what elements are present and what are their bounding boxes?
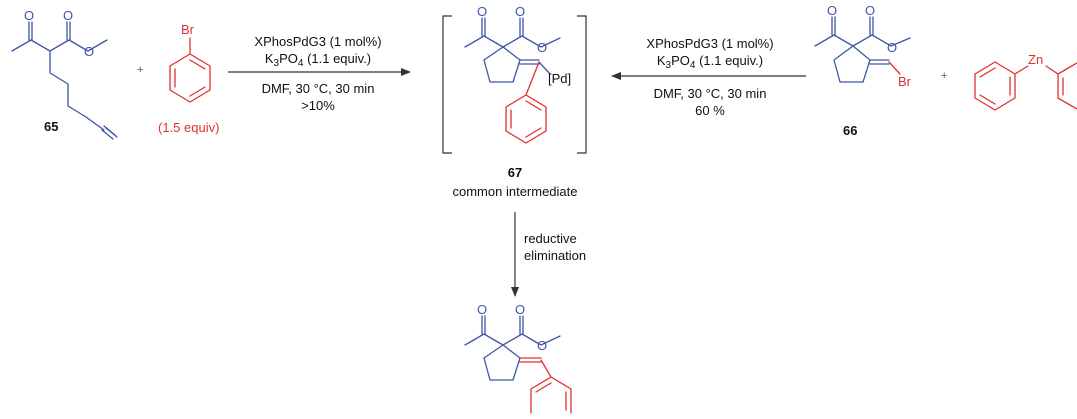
product-red-bonds	[519, 357, 572, 414]
down-conditions-line2: elimination	[524, 248, 586, 263]
bracket-left	[442, 15, 452, 154]
plus-sign: +	[137, 64, 143, 76]
compound-65-label: 65	[44, 119, 58, 134]
atom-bromine: Br	[181, 22, 195, 37]
atom-oxygen: O	[537, 40, 547, 55]
bracket-right	[577, 15, 587, 154]
left-conditions-base: K3PO4 (1.1 equiv.)	[265, 51, 371, 69]
product-blue-bonds	[464, 315, 561, 381]
plus-sign: +	[941, 70, 947, 82]
atom-oxygen: O	[477, 302, 487, 317]
compound-65-structure: O O O 65	[11, 8, 118, 140]
compound-66-label: 66	[843, 123, 857, 138]
intermediate-phenyl-bonds	[505, 61, 547, 144]
compound-66-bonds	[814, 16, 911, 83]
atom-oxygen: O	[84, 44, 94, 59]
diphenylzinc-bonds	[974, 61, 1077, 111]
base-text: K	[265, 51, 274, 66]
intermediate-blue-bonds	[464, 17, 561, 83]
atom-zinc: Zn	[1028, 52, 1043, 67]
compound-67-label: 67	[508, 165, 522, 180]
product-structure: O O O	[464, 302, 572, 414]
atom-bromine: Br	[898, 74, 912, 89]
atom-oxygen: O	[63, 8, 73, 23]
down-conditions-line1: reductive	[524, 231, 577, 246]
atom-oxygen: O	[515, 302, 525, 317]
right-reaction-arrow: XPhosPdG3 (1 mol%) K3PO4 (1.1 equiv.) DM…	[611, 36, 806, 118]
left-conditions-solvent: DMF, 30 °C, 30 min	[262, 81, 375, 96]
compound-66-bromide-bond	[888, 61, 901, 75]
compound-65-bonds	[11, 21, 118, 140]
base-text: PO	[279, 51, 298, 66]
left-reaction-arrow: XPhosPdG3 (1 mol%) K3PO4 (1.1 equiv.) DM…	[228, 34, 411, 113]
atom-oxygen: O	[865, 3, 875, 18]
base-subscript: 4	[298, 58, 304, 69]
base-subscript: 4	[690, 60, 696, 71]
atom-oxygen: O	[537, 338, 547, 353]
atom-oxygen: O	[827, 3, 837, 18]
compound-66-structure: O O O Br 66	[814, 3, 912, 138]
atom-oxygen: O	[24, 8, 34, 23]
diphenylzinc-structure: Zn	[974, 52, 1077, 111]
left-conditions-yield: >10%	[301, 98, 335, 113]
bromobenzene-amount: (1.5 equiv)	[158, 120, 219, 135]
base-text: (1.1 equiv.)	[695, 53, 763, 68]
right-conditions-solvent: DMF, 30 °C, 30 min	[654, 86, 767, 101]
atom-oxygen: O	[477, 4, 487, 19]
atom-oxygen: O	[887, 40, 897, 55]
compound-67-caption: common intermediate	[453, 184, 578, 199]
right-conditions-yield: 60 %	[695, 103, 725, 118]
bromobenzene-structure: Br (1.5 equiv)	[158, 22, 219, 135]
atom-oxygen: O	[515, 4, 525, 19]
intermediate-67-structure: O O O [Pd] 67 common intermediate	[442, 4, 587, 199]
base-text: (1.1 equiv.)	[303, 51, 371, 66]
base-text: K	[657, 53, 666, 68]
right-conditions-catalyst: XPhosPdG3 (1 mol%)	[646, 36, 773, 51]
right-conditions-base: K3PO4 (1.1 equiv.)	[657, 53, 763, 71]
down-reaction-arrow: reductive elimination	[511, 212, 586, 297]
bromobenzene-bonds	[169, 37, 211, 103]
palladium-label: [Pd]	[548, 71, 571, 86]
left-conditions-catalyst: XPhosPdG3 (1 mol%)	[254, 34, 381, 49]
base-subscript: 3	[666, 60, 672, 71]
base-subscript: 3	[274, 58, 280, 69]
base-text: PO	[671, 53, 690, 68]
